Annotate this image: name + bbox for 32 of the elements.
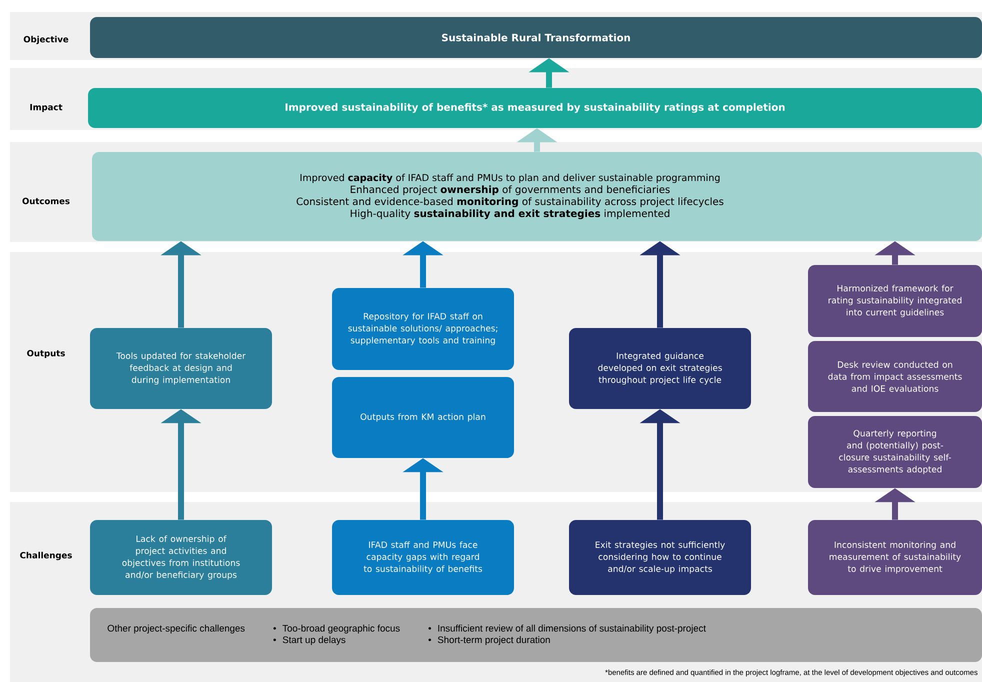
- node-label: Too-broad geographic focus: [282, 624, 400, 634]
- objective-bar: Sustainable Rural Transformation: [90, 17, 982, 58]
- row-label: Outcomes: [22, 198, 70, 204]
- node-label: Start up delays: [282, 636, 346, 646]
- row-label: Objective: [24, 36, 68, 44]
- node-label: Other project-specific challenges: [108, 624, 245, 634]
- node-label: Short-term project duration: [438, 636, 550, 646]
- node-label: •: [273, 627, 276, 630]
- node-label: Improved capacity of IFAD staff and PMUs to plan and deliver sustainable programming: [300, 174, 720, 184]
- node-label: •: [428, 638, 432, 642]
- challenge-box: Inconsistent monitoring and measurement of sustainability to drive improvement: [808, 520, 982, 595]
- row-label: Challenges: [20, 552, 72, 560]
- challenge-box: Exit strategies not sufficiently considering how to continue and/or scale-up impacts: [569, 520, 751, 595]
- impact-bar: Improved sustainability of benefits* as measured by sustainability ratings at completion: [88, 88, 982, 128]
- row-label: Outputs: [27, 350, 65, 358]
- challenges-box: [90, 608, 982, 662]
- node-label: Insufficient review of all dimensions of sustainability post-project: [438, 624, 706, 634]
- challenge-box: Lack of ownership of project activities and objectives from institutions and/or beneficiary groups: [90, 520, 272, 595]
- node-label: •: [273, 638, 276, 642]
- output-box: Tools updated for stakeholder feedback at design and during implementation: [90, 328, 272, 409]
- node-label: Consistent and evidence-based monitoring of sustainability across project lifecycles: [296, 197, 724, 208]
- output-box: Harmonized framework for rating sustainability integrated into current guidelines: [808, 265, 982, 337]
- node-label: •: [428, 627, 432, 630]
- output-box: Integrated guidance developed on exit strategies throughout project life cycle: [569, 328, 751, 409]
- outcomes-box: [92, 152, 982, 241]
- node-label: High-quality sustainability and exit strategies implemented: [350, 209, 670, 220]
- challenge-box: IFAD staff and PMUs face capacity gaps with regard to sustainability of benefits: [332, 520, 514, 595]
- output-box: Repository for IFAD staff on sustainable solutions/ approaches; supplementary tools and training: [332, 288, 514, 370]
- node-label: Enhanced project ownership of governments and beneficiaries: [350, 185, 670, 196]
- row-label: Impact: [30, 104, 62, 112]
- output-box: Desk review conducted on data from impact assessments and IOE evaluations: [808, 340, 982, 412]
- output-box: Outputs from KM action plan: [332, 376, 514, 458]
